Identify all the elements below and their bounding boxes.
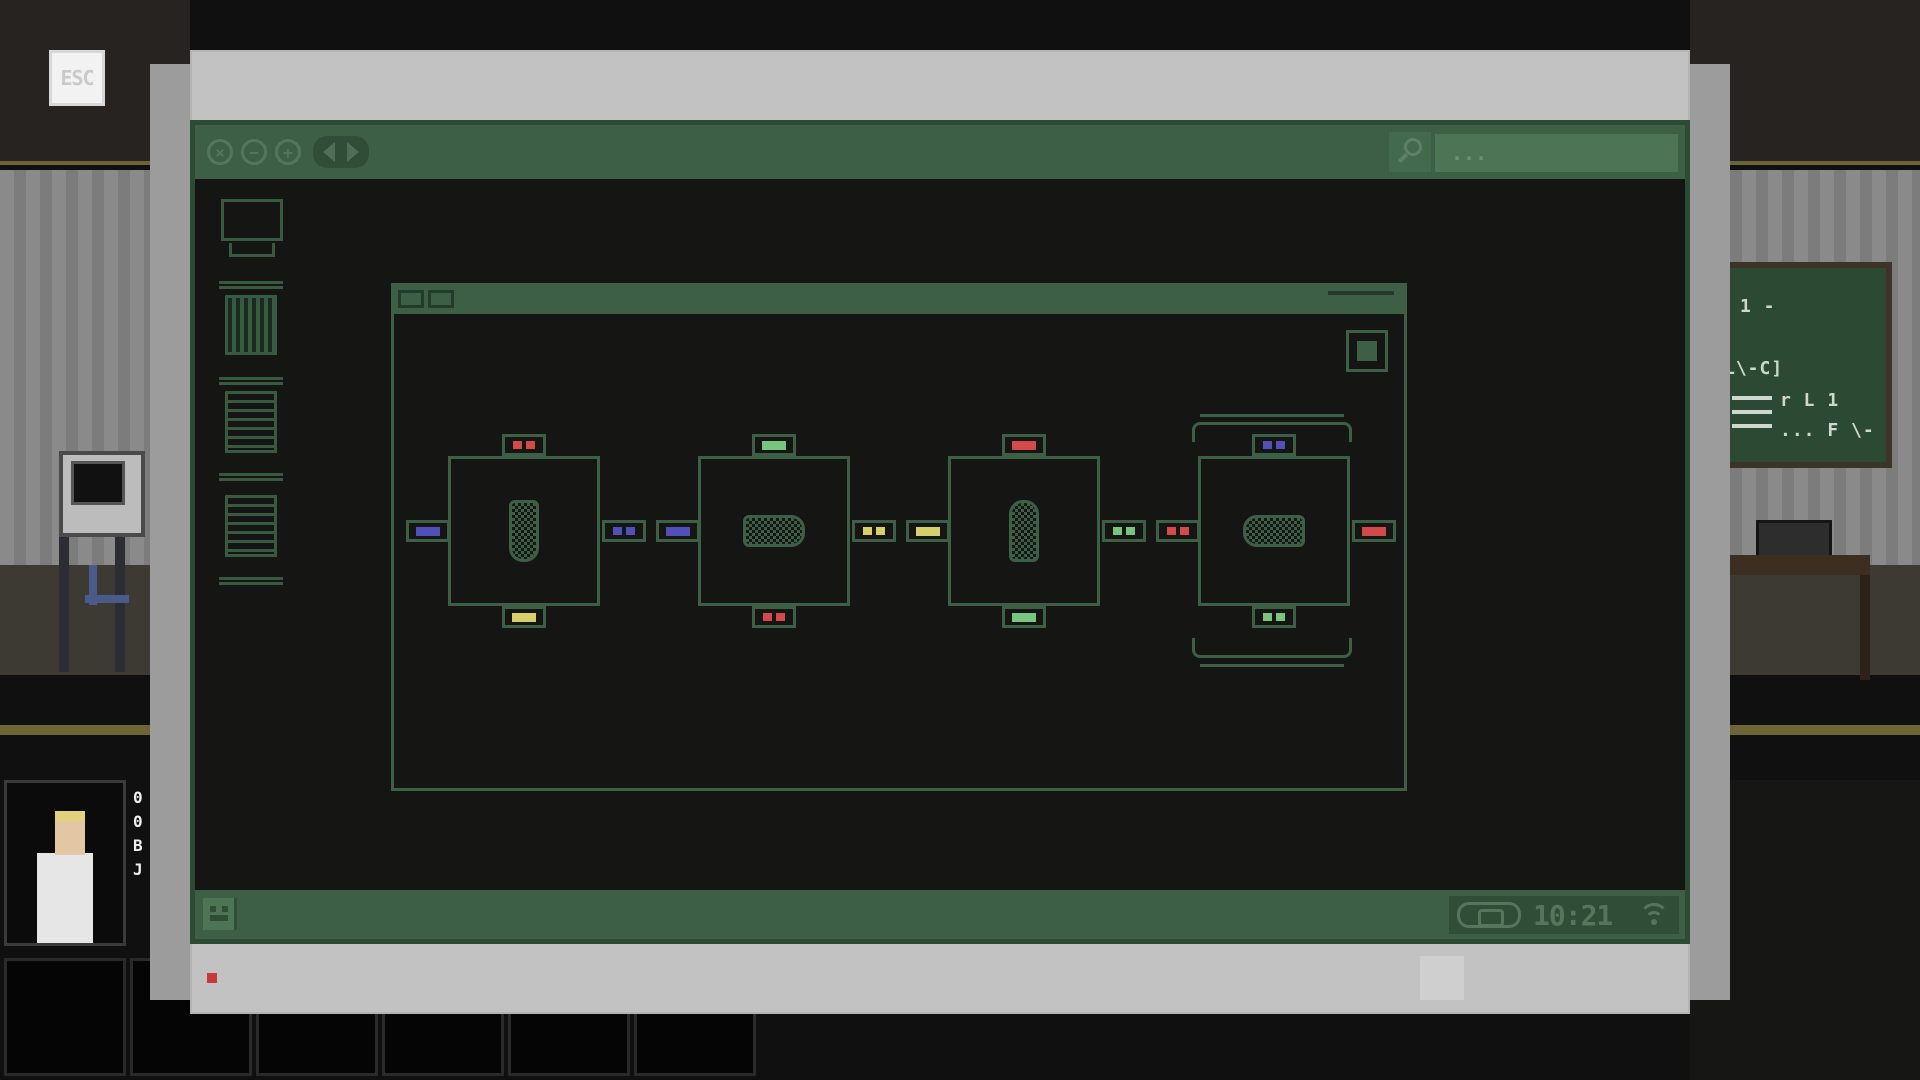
- port-left[interactable]: [906, 520, 950, 542]
- close-icon[interactable]: ×: [207, 139, 233, 165]
- port-left[interactable]: [406, 520, 450, 542]
- floor-trim-right: [1690, 725, 1920, 735]
- chalk-line: [1732, 410, 1772, 414]
- character-body: [37, 853, 93, 943]
- selection-bracket-top: [1192, 422, 1352, 442]
- window-minimize-button[interactable]: [428, 290, 454, 308]
- icon-label-placeholder: [219, 577, 283, 585]
- maximize-button[interactable]: [1346, 330, 1388, 372]
- computer-screen: × − +: [190, 120, 1690, 944]
- desk: [1730, 555, 1870, 575]
- port-right[interactable]: [602, 520, 646, 542]
- port-bottom[interactable]: [1252, 606, 1296, 628]
- selection-line: [1200, 414, 1344, 417]
- chalk-line: [1732, 424, 1772, 428]
- trash-icon[interactable]: [215, 293, 289, 385]
- port-top[interactable]: [1002, 434, 1046, 456]
- top-bar: × − +: [195, 125, 1685, 179]
- selection-line: [1200, 664, 1344, 667]
- zoom-icon[interactable]: +: [275, 139, 301, 165]
- system-tray: 10:21: [1449, 896, 1679, 934]
- window-close-button[interactable]: [398, 290, 424, 308]
- port-right[interactable]: [1352, 520, 1396, 542]
- stat-line: J: [133, 860, 143, 879]
- battery-icon: [1457, 902, 1521, 928]
- puzzle-node[interactable]: [448, 456, 600, 606]
- computer-base-glyph: [229, 243, 275, 257]
- window-grip: [1328, 291, 1394, 295]
- port-bottom[interactable]: [1002, 606, 1046, 628]
- machine-screen: [71, 461, 125, 505]
- puzzle-window: [391, 283, 1407, 791]
- character-portrait: [4, 780, 126, 946]
- start-button[interactable]: [203, 898, 237, 930]
- port-bottom[interactable]: [502, 606, 546, 628]
- taskbar: 10:21: [195, 890, 1685, 939]
- document-glyph: [225, 391, 277, 453]
- inventory-slot[interactable]: [4, 958, 126, 1076]
- chalkboard: 1 - L\-C] r L 1 ... F \-: [1722, 262, 1892, 468]
- floor-trim-left: [0, 725, 160, 735]
- puzzle-node-selected[interactable]: [1198, 456, 1350, 606]
- stat-line: B: [133, 836, 143, 855]
- port-right[interactable]: [1102, 520, 1146, 542]
- machine-leg: [59, 537, 69, 672]
- port-left[interactable]: [1156, 520, 1200, 542]
- capsule-icon: [1243, 515, 1305, 547]
- power-led[interactable]: [207, 973, 217, 983]
- chalk-line: [1732, 396, 1772, 400]
- machine-leg: [115, 537, 125, 672]
- chalk-text: r L 1: [1780, 390, 1840, 411]
- character-head: [55, 811, 85, 855]
- clock: 10:21: [1533, 898, 1613, 932]
- machine-pipe: [89, 565, 97, 605]
- arcade-machine: [55, 445, 145, 675]
- chalk-text: L\-C]: [1724, 358, 1784, 379]
- port-left[interactable]: [656, 520, 700, 542]
- capsule-icon: [743, 515, 805, 547]
- port-right[interactable]: [852, 520, 896, 542]
- search-button[interactable]: [1389, 132, 1431, 172]
- puzzle-window-titlebar[interactable]: [394, 286, 1404, 314]
- chalk-text: 1 -: [1740, 296, 1776, 317]
- search-icon: [1404, 138, 1422, 156]
- character-stats: 0 0 B J: [133, 786, 153, 882]
- desk-radio: [1756, 520, 1832, 558]
- floor-left: [0, 565, 160, 675]
- document-glyph: [225, 495, 277, 557]
- split-view-toggle[interactable]: [313, 136, 369, 168]
- computer-glyph: [221, 199, 283, 241]
- selection-bracket-bottom: [1192, 638, 1352, 658]
- icon-label-placeholder: [219, 377, 283, 385]
- port-top[interactable]: [502, 434, 546, 456]
- chalk-text: ... F \-: [1780, 420, 1875, 441]
- document-icon[interactable]: [215, 493, 289, 585]
- search-icon-handle: [1398, 153, 1408, 163]
- desk-leg: [1860, 575, 1870, 680]
- port-top[interactable]: [1252, 434, 1296, 456]
- computer-icon[interactable]: [215, 197, 289, 289]
- monitor-button[interactable]: [1420, 956, 1464, 1000]
- puzzle-node[interactable]: [948, 456, 1100, 606]
- icon-label-placeholder: [219, 473, 283, 481]
- trash-glyph: [225, 295, 277, 355]
- document-icon[interactable]: [215, 389, 289, 481]
- capsule-icon: [1009, 500, 1039, 562]
- search-input[interactable]: [1435, 134, 1678, 172]
- port-top[interactable]: [752, 434, 796, 456]
- icon-label-placeholder: [219, 281, 283, 289]
- machine-pipe: [85, 595, 129, 603]
- minimize-icon[interactable]: −: [241, 139, 267, 165]
- stat-line: 0: [133, 812, 143, 831]
- port-bottom[interactable]: [752, 606, 796, 628]
- puzzle-node[interactable]: [698, 456, 850, 606]
- capsule-icon: [509, 500, 539, 562]
- esc-button[interactable]: ESC: [49, 50, 105, 106]
- stat-line: 0: [133, 788, 143, 807]
- wifi-icon[interactable]: [1637, 901, 1671, 929]
